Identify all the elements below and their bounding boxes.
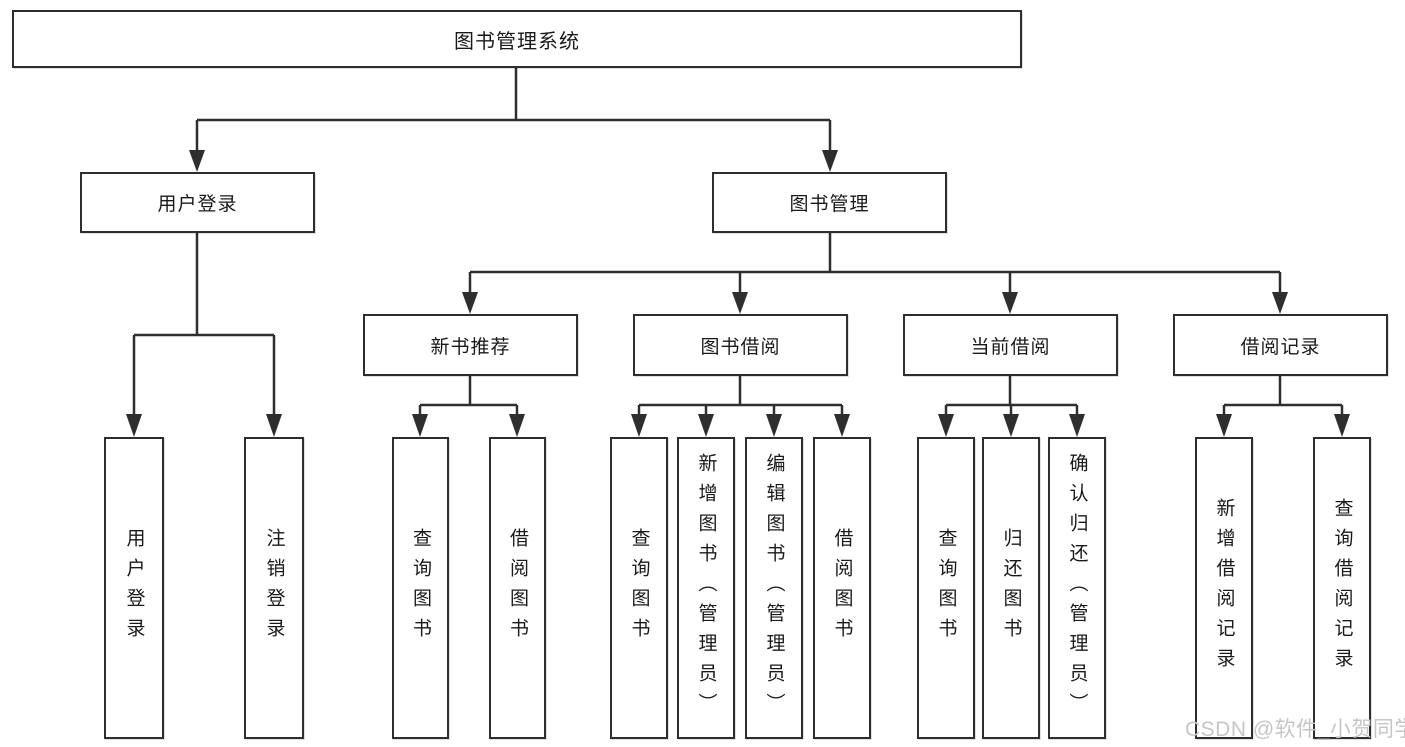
leaf-confirm-return-admin: 确认归还（管理员） — [1048, 437, 1106, 739]
node-user-login: 用户登录 — [80, 172, 315, 233]
leaf-query-books-recommend: 查询图书 — [392, 437, 449, 739]
node-book-borrow: 图书借阅 — [633, 314, 848, 376]
leaf-edit-books-admin: 编辑图书（管理员） — [745, 437, 803, 739]
leaf-query-books-borrow: 查询图书 — [610, 437, 668, 739]
watermark: CSDN @软件_小贺同学 — [1185, 718, 1405, 741]
node-borrow-records: 借阅记录 — [1173, 314, 1388, 376]
leaf-query-books-current: 查询图书 — [917, 437, 975, 739]
leaf-user-login: 用户登录 — [104, 437, 164, 739]
leaf-logout: 注销登录 — [244, 437, 304, 739]
leaf-borrow-books-recommend: 借阅图书 — [489, 437, 546, 739]
leaf-add-books-admin: 新增图书（管理员） — [677, 437, 735, 739]
leaf-query-borrow-record: 查询借阅记录 — [1313, 437, 1371, 739]
node-library-management-system: 图书管理系统 — [12, 10, 1022, 68]
leaf-borrow-books: 借阅图书 — [813, 437, 871, 739]
node-book-management: 图书管理 — [712, 172, 947, 233]
leaf-add-borrow-record: 新增借阅记录 — [1195, 437, 1253, 739]
node-new-book-recommend: 新书推荐 — [363, 314, 578, 376]
node-current-borrow: 当前借阅 — [903, 314, 1118, 376]
leaf-return-books: 归还图书 — [982, 437, 1040, 739]
